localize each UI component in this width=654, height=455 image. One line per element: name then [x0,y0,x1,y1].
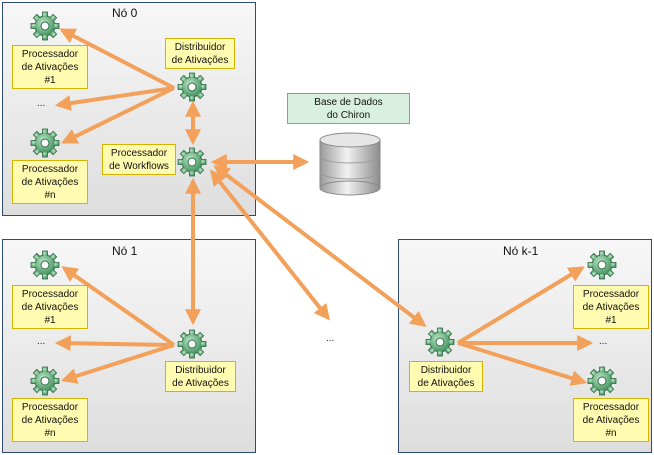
gear-icon-nk-distrib [425,327,455,357]
gear-icon-n1-proc1 [30,250,60,280]
arrow-dk-pn [457,341,588,386]
arrow-d1-p1 [61,266,176,347]
node0-ellipsis: ... [37,98,46,109]
nodek-ellipsis: ... [599,336,608,347]
gear-icon-n0-distrib [177,72,207,102]
gear-icon-n0-proc1 [30,11,60,41]
node1-ellipsis: ... [37,336,46,347]
arrow-wf-nk [213,165,427,327]
arrow-d0-dots [54,86,175,112]
arrow-group [54,28,594,386]
database-label: Base de Dados do Chiron [287,93,410,124]
node0-procn-label: Processador de Ativações #n [12,160,88,204]
middle-ellipsis: ... [326,333,335,344]
arrow-d1-pn [60,343,175,384]
workflow-processor-label: Processador de Workflows [102,144,176,175]
gear-icon-nk-procn [587,366,617,396]
gear-icon-workflow [177,147,207,177]
arrow-d1-dots [54,335,175,352]
nodek-proc1-label: Processador de Ativações #1 [573,285,649,329]
node-1-title: Nó 1 [112,244,138,258]
gear-icon-n0-procn [30,128,60,158]
nodek-procn-label: Processador de Ativações #n [573,398,649,442]
database-icon [319,132,381,196]
arrow-d0-pn [61,86,175,144]
node0-distrib-label: Distribuidor de Ativações [165,38,235,69]
arrow-dk-p1 [456,266,585,345]
node1-procn-label: Processador de Ativações #n [12,398,88,442]
arrow-d0-p1 [59,28,175,90]
node0-proc1-label: Processador de Ativações #1 [12,45,88,89]
gear-icon-n1-procn [30,366,60,396]
gear-icon-nk-proc1 [587,250,617,280]
gear-icon-n1-distrib [177,329,207,359]
node-k-title: Nó k-1 [503,244,539,258]
nodek-distrib-label: Distribuidor de Ativações [409,361,483,392]
node1-proc1-label: Processador de Ativações #1 [12,285,88,329]
node1-distrib-label: Distribuidor de Ativações [165,361,236,392]
arrow-wf-dots [210,169,330,321]
node-0-title: Nó 0 [112,6,138,20]
